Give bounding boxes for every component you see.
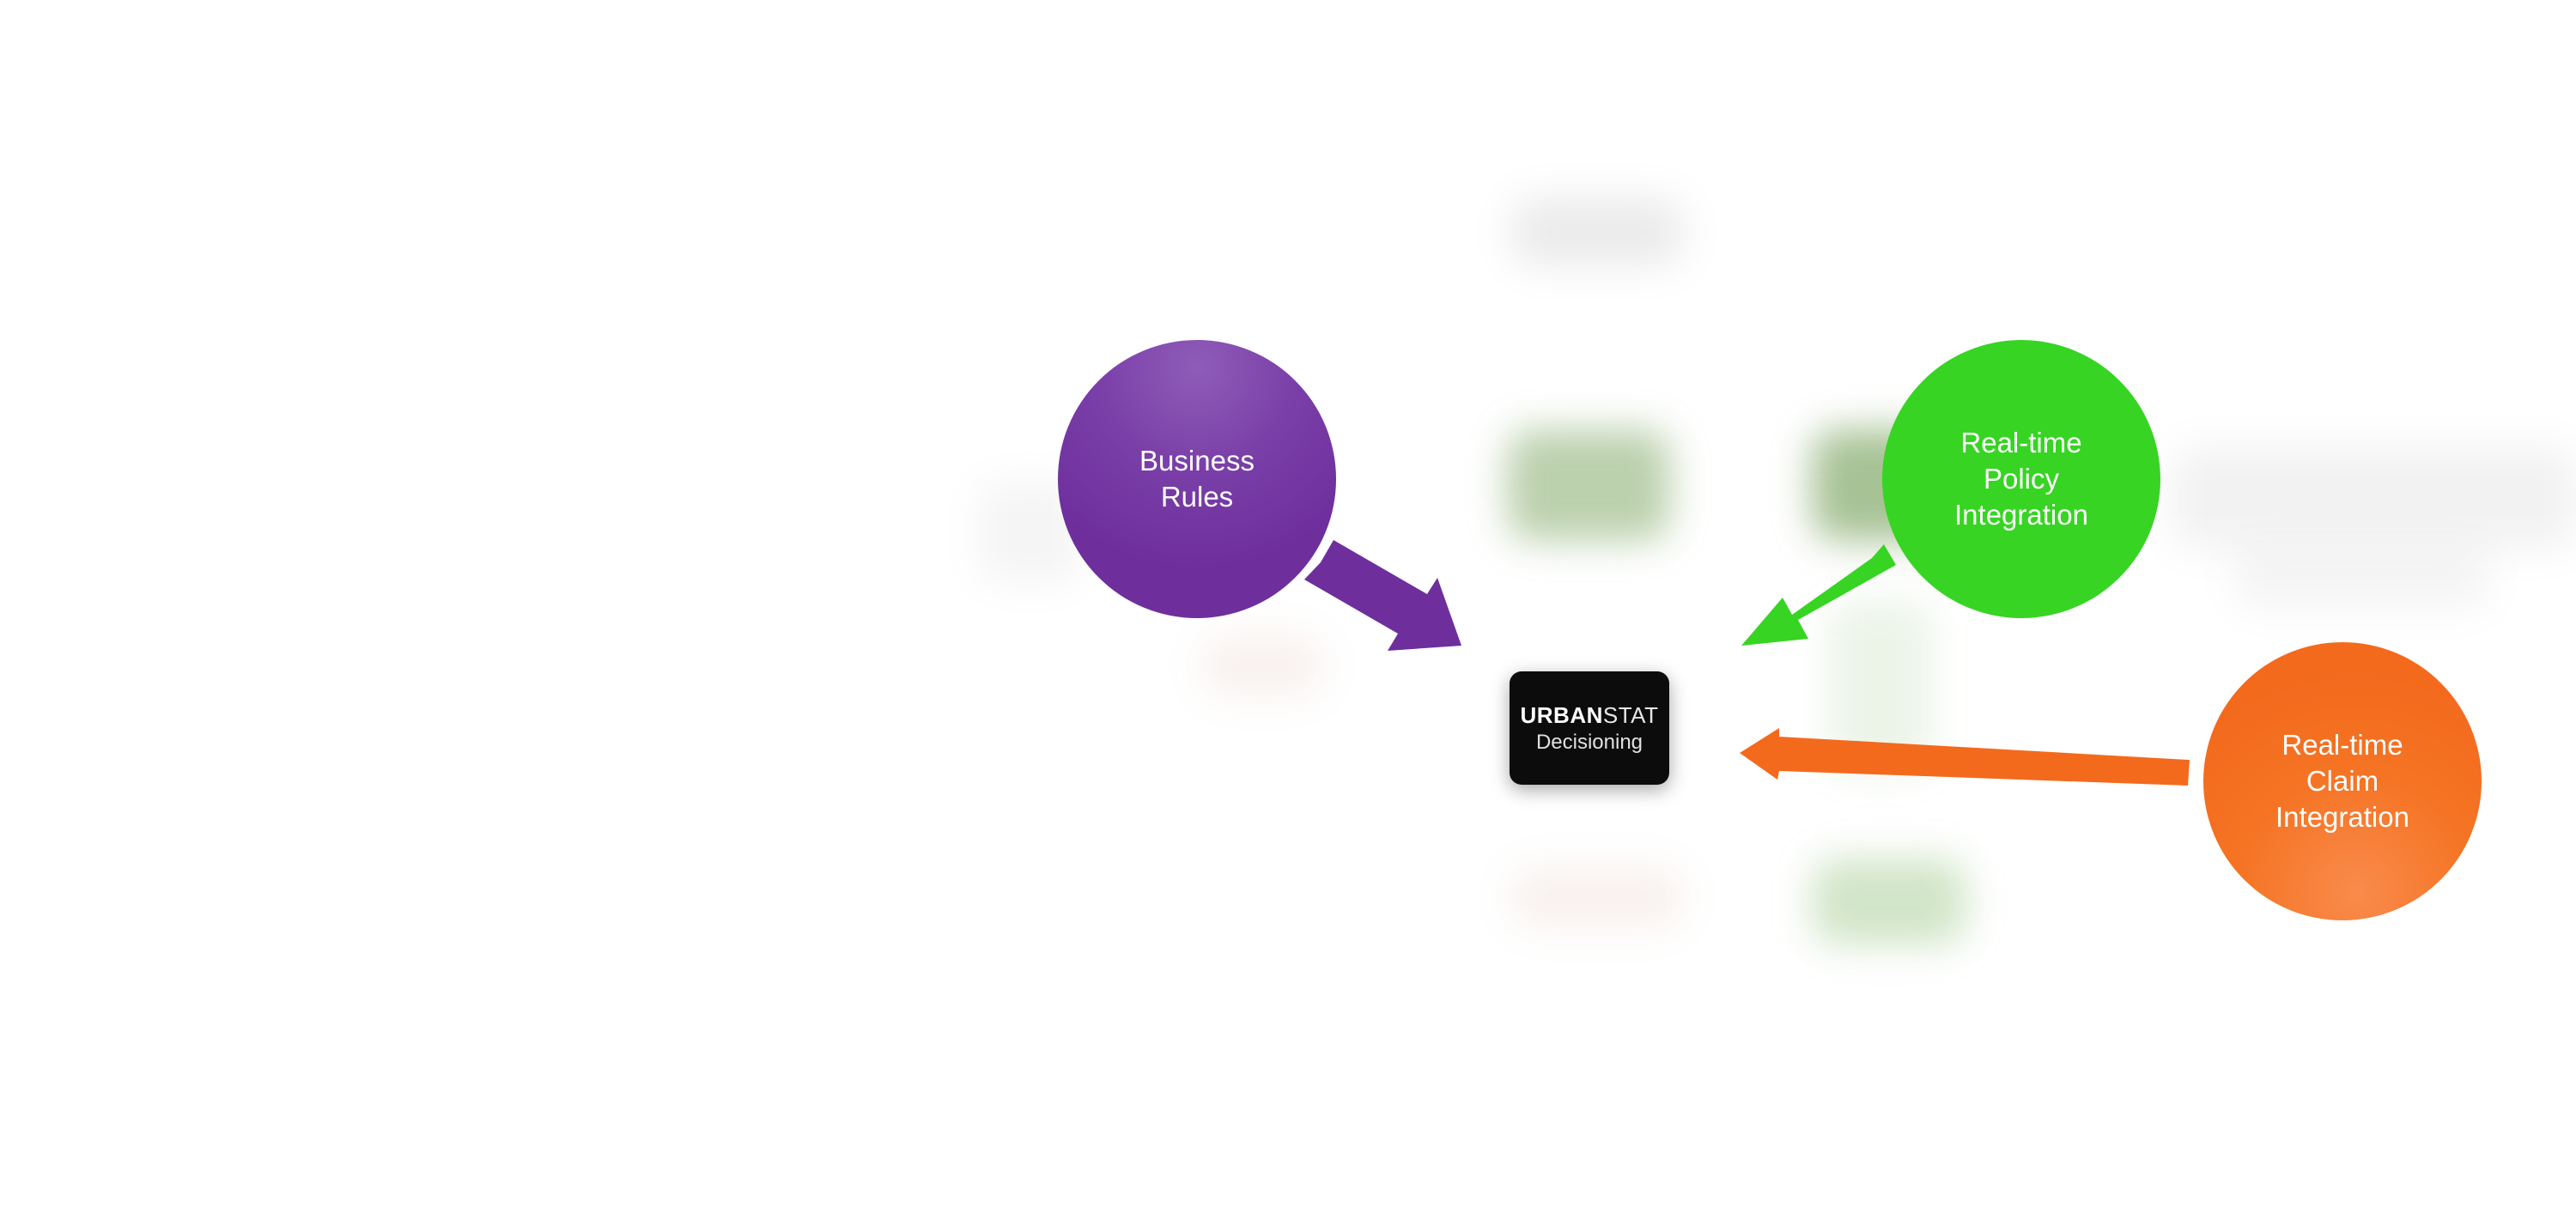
logo-brand-light: STAT	[1602, 701, 1659, 728]
claim-integration-node: Real-time Claim Integration	[2203, 642, 2482, 920]
logo-subtitle: Decisioning	[1535, 730, 1643, 754]
policy-integration-node: Real-time Policy Integration	[1882, 340, 2160, 618]
background-blur	[1812, 859, 1966, 944]
background-blur	[1511, 197, 1683, 266]
background-blur	[1202, 635, 1322, 695]
arrow-policy	[1741, 544, 1896, 646]
background-blur	[2172, 446, 2576, 549]
background-blur	[1507, 429, 1670, 541]
business-rules-label: Business Rules	[1139, 445, 1255, 513]
urbanstat-decisioning-logo: URBANSTAT Decisioning	[1510, 671, 1669, 785]
background-blur	[1511, 867, 1683, 927]
arrow-business-rules	[1304, 540, 1461, 651]
background-blur	[2233, 549, 2490, 610]
business-rules-node: Business Rules	[1058, 340, 1336, 618]
policy-integration-label: Real-time Policy Integration	[1954, 427, 2088, 531]
arrow-claim	[1740, 728, 2190, 786]
claim-integration-label: Real-time Claim Integration	[2275, 729, 2409, 833]
logo-brand: URBANSTAT	[1521, 702, 1659, 729]
logo-brand-bold: URBAN	[1520, 701, 1603, 728]
